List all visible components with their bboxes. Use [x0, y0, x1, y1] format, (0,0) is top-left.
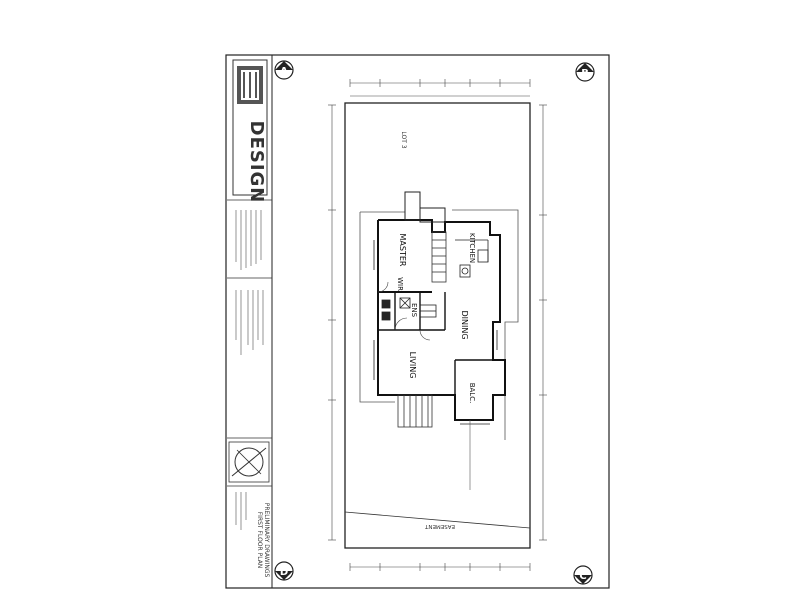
north-point — [228, 441, 270, 483]
easement-line — [344, 511, 531, 529]
drawing-info — [235, 492, 247, 530]
front-stairs — [397, 394, 433, 428]
site-boundary — [344, 102, 531, 549]
room-label-wir: WIR — [396, 277, 404, 291]
stair-entry-top — [404, 191, 446, 223]
dimension-chain-bottom — [349, 563, 531, 571]
easement-label: EASEMENT — [424, 523, 455, 529]
room-label-balc: BALC. — [468, 383, 476, 404]
door-swings — [377, 281, 431, 341]
title-block: DESIGN — [227, 55, 273, 588]
room-label-dining: DINING — [460, 310, 469, 339]
room-label-ens: ENS — [410, 303, 418, 318]
dimension-chain-right — [539, 104, 547, 541]
corner-marker-b: B — [575, 62, 595, 82]
powder-room — [419, 304, 437, 318]
svg-text:B: B — [581, 68, 589, 79]
firm-logo — [232, 59, 268, 196]
project-details — [235, 290, 264, 355]
dimension-chain-left — [328, 104, 336, 541]
stair — [431, 231, 447, 283]
firm-contact-lines — [235, 210, 262, 270]
ensuite-fixtures — [381, 297, 411, 321]
windows — [373, 240, 498, 425]
svg-text:D: D — [280, 567, 288, 578]
lot-label: LOT 3 — [400, 131, 407, 148]
corner-marker-a: A — [274, 60, 294, 80]
drawing-subtitle: PRELIMINARY DRAWINGS — [263, 503, 270, 578]
dimension-chain-top — [349, 79, 531, 97]
interior-walls — [378, 292, 493, 395]
kitchen-fixtures — [455, 239, 489, 278]
ground-floor-outline — [359, 209, 519, 440]
svg-text:A: A — [280, 66, 288, 77]
room-label-kitchen: KITCHEN — [468, 233, 476, 263]
corner-marker-c: C — [573, 565, 593, 585]
drawing-title: FIRST FLOOR PLAN — [256, 512, 263, 569]
logo-mark — [237, 66, 263, 104]
svg-text:C: C — [579, 571, 586, 582]
room-label-living: LIVING — [408, 352, 417, 379]
corner-marker-d: D — [274, 561, 294, 581]
room-label-master: MASTER — [398, 234, 407, 267]
sheet-border — [225, 54, 610, 589]
firm-name: DESIGN — [246, 121, 267, 204]
